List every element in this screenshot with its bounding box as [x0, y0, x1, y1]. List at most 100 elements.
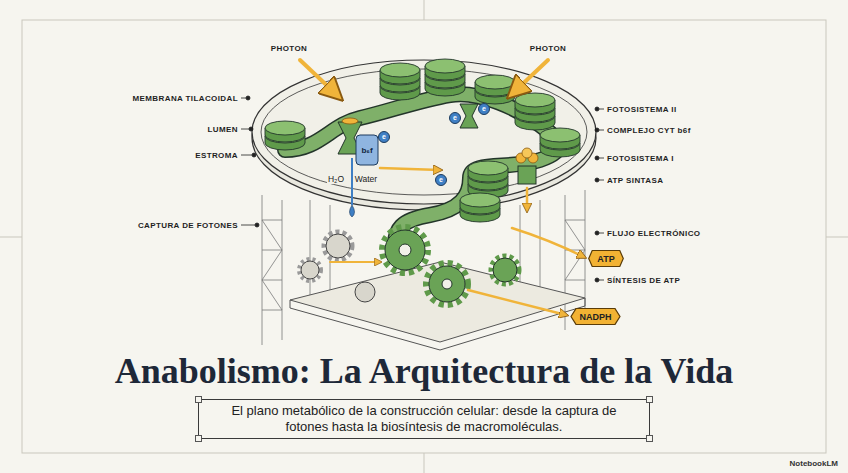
scaffolding-part [262, 220, 282, 221]
grana-stacks-part [515, 93, 555, 130]
leader-lines-part [241, 155, 252, 156]
leader-lines-part [241, 129, 249, 130]
energy-flow-part [512, 228, 584, 257]
scaffolding-part [565, 195, 566, 330]
leader-lines-part [599, 233, 604, 234]
frame-part [424, 0, 425, 20]
water-split-part [350, 205, 355, 217]
leader-lines-part [599, 280, 604, 281]
frame-part [424, 453, 425, 473]
frame-part [0, 237, 22, 238]
gears [299, 227, 519, 305]
gears-part [493, 258, 517, 282]
gears-part [399, 244, 411, 256]
callout-label: COMPLEJO CYT b6f [607, 126, 691, 135]
gears-part [355, 282, 375, 302]
corner-handle [195, 396, 202, 403]
grana-stacks-part [380, 63, 420, 100]
leader-lines-part [255, 223, 259, 227]
thylakoid-membrane [252, 60, 596, 204]
gears-part [299, 259, 321, 281]
gears-part [301, 261, 319, 279]
leader-lines-part [599, 158, 604, 159]
leader-lines-part [599, 130, 604, 131]
scaffolding-part [310, 200, 311, 300]
node-text: ATP [588, 254, 624, 264]
platform [290, 262, 585, 342]
scaffolding-part [262, 280, 282, 310]
platform-edge [290, 300, 291, 308]
electron-marker: e [378, 131, 390, 143]
leader-lines-part [249, 127, 253, 131]
leader-lines-part [241, 225, 255, 226]
callout-label: FLUJO ELECTRÓNICO [607, 229, 700, 238]
leader-lines-part [246, 96, 250, 100]
leader-lines-part [595, 156, 599, 160]
electron-marker: e [449, 112, 461, 124]
molecule-label: Water [354, 174, 378, 184]
scaffolding-part [565, 220, 585, 250]
callout-label: FOTOSISTEMA II [607, 105, 677, 114]
leader-lines-part [599, 109, 604, 110]
callout-label: FOTOSISTEMA I [607, 154, 674, 163]
caption-text: El plano metabólico de la construcción c… [209, 403, 639, 435]
photosystem-ii-right-part [460, 104, 478, 128]
photosystem-ii-part [342, 118, 358, 124]
energy-flow-part [300, 60, 338, 96]
water-split-part [351, 158, 353, 205]
gears-part [426, 263, 468, 305]
scaffolding-part [262, 250, 282, 280]
callout-label: MEMBRANA TILACOIDAL [132, 94, 238, 103]
cyt-b6f [356, 135, 378, 165]
gears-part [382, 227, 428, 273]
gears-part [442, 279, 452, 289]
scaffolding-part [565, 220, 585, 221]
platform-edge [290, 298, 585, 350]
corner-handle [646, 435, 653, 442]
water-split [350, 158, 355, 217]
grana-stacks-part [265, 121, 305, 150]
energy-flow-part [512, 60, 548, 94]
scaffolding-part [262, 195, 263, 345]
grana-stacks-part [425, 59, 465, 96]
grana-stacks-part [540, 128, 580, 157]
leader-lines-part [595, 128, 599, 132]
callout-label: SÍNTESIS DE ATP [607, 276, 680, 285]
photon-label: PHOTON [530, 44, 566, 53]
leader-lines-part [595, 231, 599, 235]
gears-part [491, 256, 519, 284]
complex-label: b₆f [361, 146, 372, 155]
corner-handle [195, 435, 202, 442]
leader-lines-part [595, 178, 599, 182]
callout-label: CAPTURA DE FOTONES [138, 221, 238, 230]
grana-stacks-part [468, 161, 508, 198]
photosystem-ii-right [460, 104, 478, 128]
callout-label: ESTROMA [195, 151, 238, 160]
leader-lines-part [241, 98, 246, 99]
energy-flow-part [526, 188, 529, 210]
grana-stacks-part [460, 193, 500, 222]
frame-part [826, 237, 848, 238]
corner-handle [646, 396, 653, 403]
energy-flow [300, 60, 584, 315]
scaffolding-part [540, 200, 541, 295]
photosystem-i-part [522, 148, 532, 158]
scaffolding-part [565, 280, 585, 281]
gears-part [385, 230, 425, 270]
energy-flow-part [330, 261, 380, 263]
scaffolding-part [262, 220, 282, 250]
scaffolding-part [282, 200, 283, 340]
scaffolding-part [520, 205, 521, 290]
leader-lines-part [595, 278, 599, 282]
electron-marker: e [435, 174, 447, 186]
leader-lines [241, 96, 604, 282]
callout-label: ATP SINTASA [607, 176, 663, 185]
photon-label: PHOTON [271, 44, 307, 53]
hexagon-node: NADPH [570, 308, 621, 325]
callout-label: LUMEN [208, 125, 238, 134]
gears-part [324, 232, 352, 260]
hexagon-node: ATP [588, 250, 624, 267]
leader-lines-part [595, 107, 599, 111]
